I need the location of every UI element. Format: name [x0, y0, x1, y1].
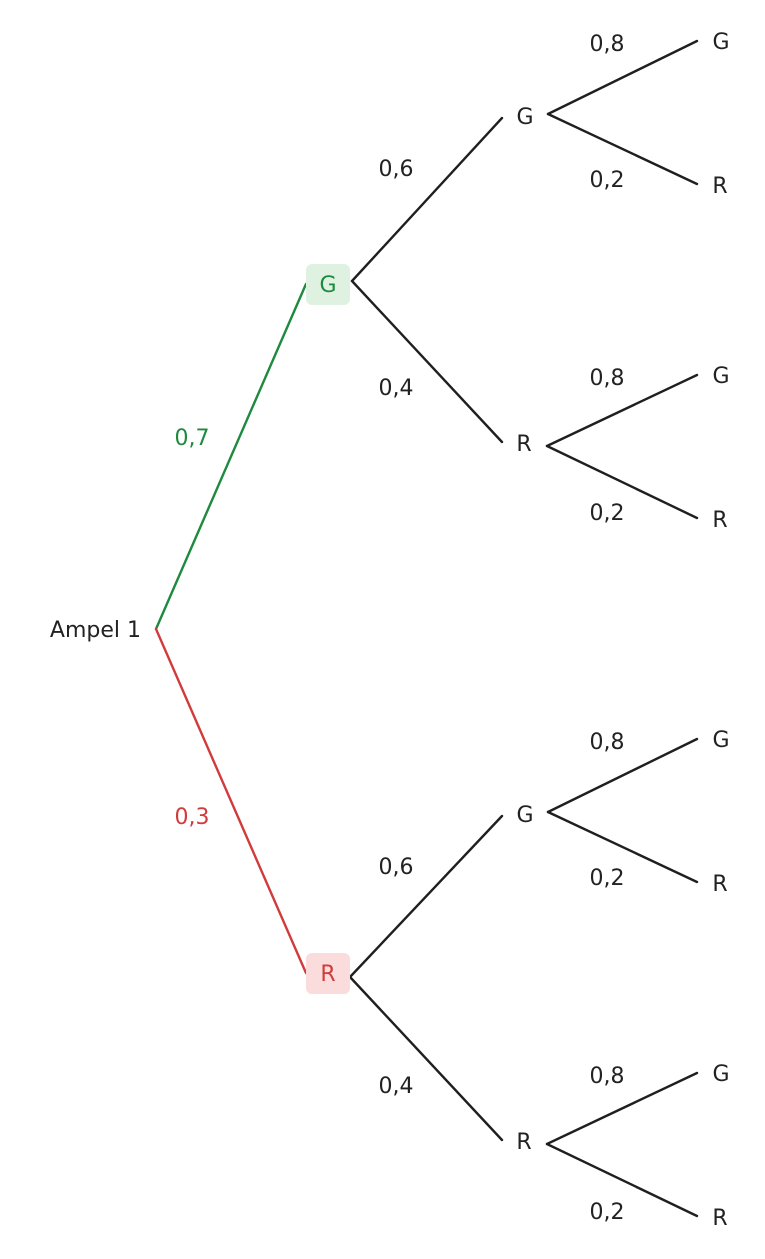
- node-label-level3: R: [712, 508, 727, 533]
- node-label-level1: G: [319, 273, 336, 298]
- node-label-level3: G: [712, 728, 729, 753]
- node-label-level3: G: [712, 1062, 729, 1087]
- node-highlight-level1: [306, 264, 350, 305]
- edge-level2: [350, 279, 504, 444]
- edge-level3: [546, 810, 699, 884]
- edge-level3: [546, 39, 699, 116]
- probability-label-level3: 0,2: [590, 1200, 625, 1225]
- node-label-level3: G: [712, 364, 729, 389]
- probability-label-level1: 0,7: [175, 426, 210, 451]
- node-label-level1: R: [320, 962, 335, 987]
- edge-level3: [545, 1071, 699, 1146]
- edge-level3: [546, 737, 699, 814]
- tree-edges: [154, 39, 699, 1218]
- probability-label-level3: 0,2: [590, 501, 625, 526]
- branch-probabilities: 0,7 0,3 0,6 0,4 0,6 0,4 0,8 0,2 0,8 0,2 0,8 0,2 0,8 0…: [175, 32, 625, 1225]
- probability-label-level1: 0,3: [175, 805, 210, 830]
- probability-label-level3: 0,2: [590, 866, 625, 891]
- edge-root-to-r: [154, 627, 308, 975]
- probability-label-level3: 0,2: [590, 168, 625, 193]
- edge-level3: [545, 1142, 699, 1218]
- node-label-level2: G: [516, 803, 533, 828]
- node-label-level3: R: [712, 174, 727, 199]
- node-label-level2: R: [516, 1130, 531, 1155]
- probability-label-level3: 0,8: [590, 366, 625, 391]
- probability-label-level2: 0,6: [379, 855, 414, 880]
- edge-level3: [546, 112, 699, 186]
- edge-level3: [545, 444, 699, 520]
- edge-level3: [545, 373, 699, 448]
- edge-level2: [348, 814, 504, 979]
- probability-label-level3: 0,8: [590, 1064, 625, 1089]
- node-label-level2: G: [516, 105, 533, 130]
- node-label-level2: R: [516, 432, 531, 457]
- root-node-label: Ampel 1: [50, 618, 141, 643]
- probability-label-level3: 0,8: [590, 32, 625, 57]
- edge-root-to-g: [154, 282, 308, 631]
- probability-label-level2: 0,4: [379, 1074, 414, 1099]
- node-highlight-level1: [306, 953, 350, 994]
- edge-level2: [348, 975, 504, 1142]
- node-label-level3: R: [712, 1206, 727, 1231]
- node-label-level3: R: [712, 872, 727, 897]
- edge-level2: [350, 116, 504, 283]
- node-label-level3: G: [712, 30, 729, 55]
- probability-label-level2: 0,4: [379, 376, 414, 401]
- tree-nodes: Ampel 1 G R G R G R G R G R G R G R: [50, 30, 730, 1231]
- probability-label-level2: 0,6: [379, 157, 414, 182]
- probability-label-level3: 0,8: [590, 730, 625, 755]
